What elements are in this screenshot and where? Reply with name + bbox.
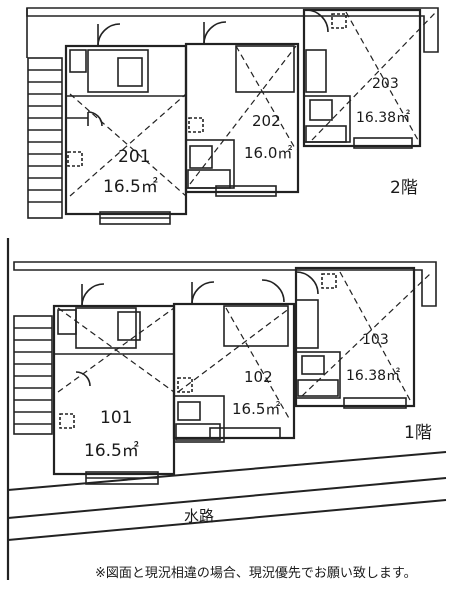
- unit-101-area: 16.5㎡: [84, 441, 139, 461]
- unit-202-number: 202: [252, 112, 281, 130]
- unit-102-area: 16.5㎡: [232, 400, 280, 418]
- unit-103-number: 103: [362, 332, 389, 348]
- disclaimer-note: ※図面と現況相違の場合、現況優先でお願い致します。: [95, 566, 417, 581]
- unit-101-number: 101: [100, 408, 132, 428]
- unit-201-outline: [64, 23, 188, 225]
- floor2-plan: [26, 7, 439, 225]
- floor2-label: 2階: [390, 178, 418, 198]
- unit-203-area: 16.38㎡: [356, 110, 410, 126]
- unit-103-outline: [294, 266, 416, 409]
- unit-203-number: 203: [372, 76, 399, 92]
- floor1-plan: [6, 238, 447, 580]
- unit-102-number: 102: [244, 368, 273, 386]
- waterway-label: 水路: [184, 507, 214, 525]
- unit-203-outline: [302, 8, 422, 149]
- unit-102-outline: [172, 279, 296, 443]
- floor1-staircase: [13, 315, 53, 435]
- waterway-band: [7, 451, 447, 541]
- unit-201-area: 16.5㎡: [103, 177, 158, 197]
- floor2-staircase: [27, 57, 63, 219]
- unit-103-area: 16.38㎡: [346, 368, 400, 384]
- floor1-label: 1階: [404, 423, 432, 443]
- unit-201-number: 201: [118, 147, 150, 167]
- unit-202-area: 16.0㎡: [244, 144, 292, 162]
- unit-202-outline: [184, 21, 300, 197]
